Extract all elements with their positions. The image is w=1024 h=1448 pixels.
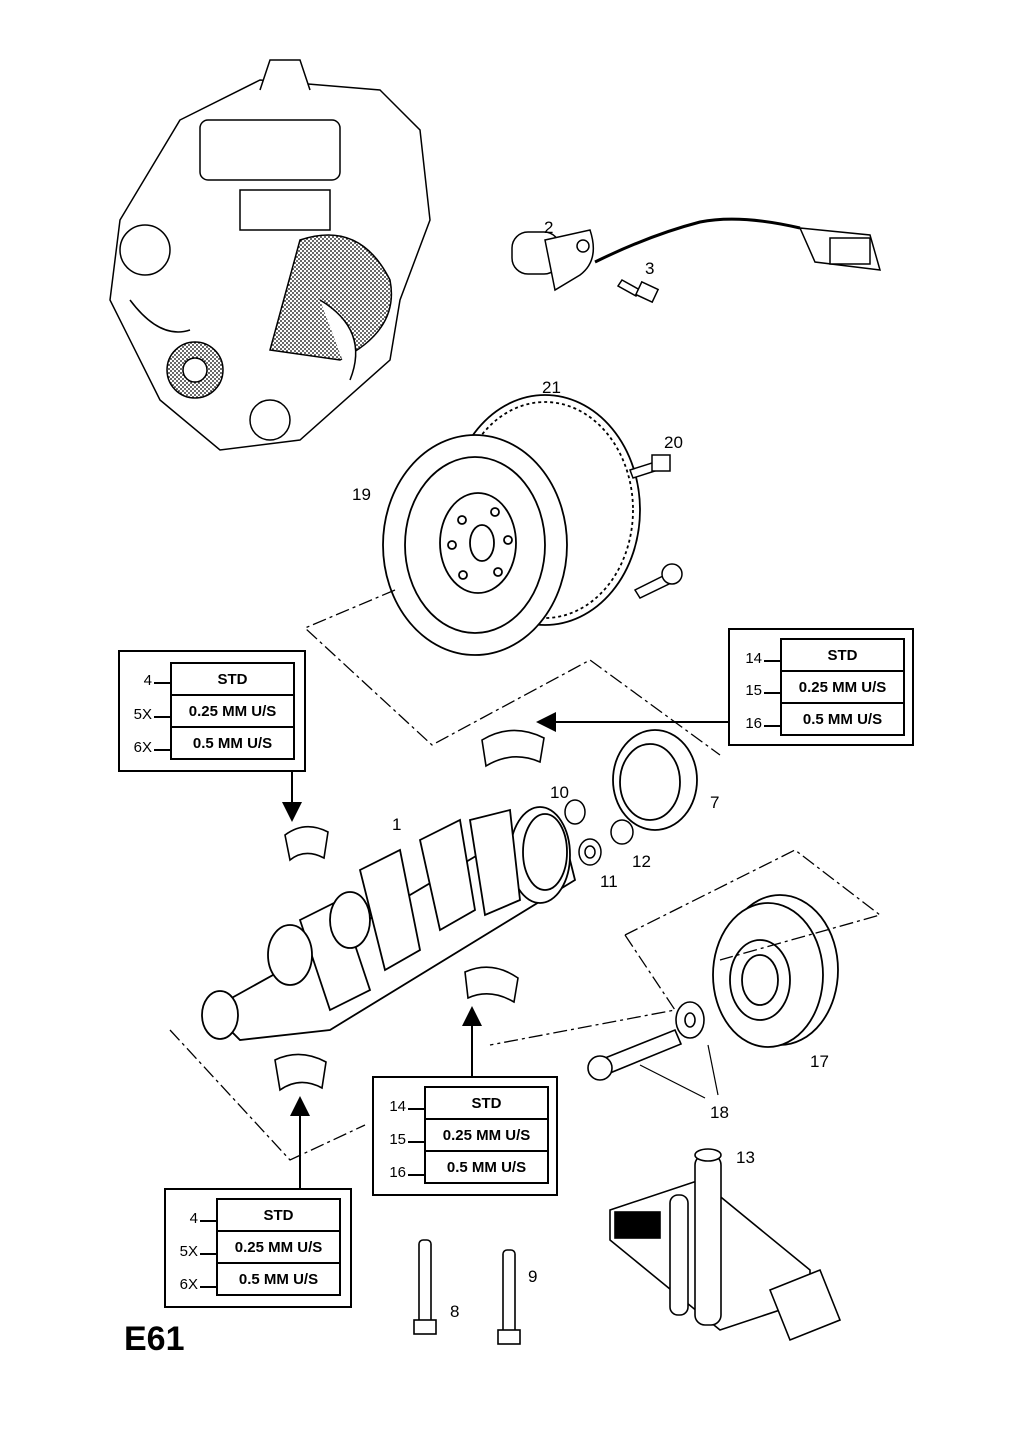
tick — [764, 692, 780, 694]
tick — [154, 682, 170, 684]
pilot-bearing-parts — [564, 799, 634, 866]
spec-cell: 0.5 MM U/S — [780, 702, 905, 736]
table-thrust-bearing-upper: 14 STD 15 0.25 MM U/S 16 0.5 MM U/S — [728, 628, 914, 746]
spec-cell: 0.25 MM U/S — [216, 1230, 341, 1264]
callout-2: 2 — [544, 218, 553, 237]
callout-11: 11 — [600, 872, 618, 891]
sealant-kit — [609, 1148, 842, 1342]
callout-21: 21 — [542, 378, 561, 397]
engine-illustration — [109, 59, 431, 451]
spec-cell: 0.25 MM U/S — [170, 694, 295, 728]
tick — [764, 660, 780, 662]
tick — [200, 1253, 216, 1255]
spec-cell: 0.5 MM U/S — [424, 1150, 549, 1184]
crank-pulley — [712, 894, 839, 1048]
callout-13: 13 — [736, 1148, 755, 1167]
table-main-bearing-lower: 4 STD 5X 0.25 MM U/S 6X 0.5 MM U/S — [164, 1188, 352, 1308]
page-code: E61 — [124, 1320, 185, 1358]
callout-18: 18 — [710, 1103, 729, 1122]
callout-3: 3 — [645, 259, 654, 278]
spec-cell: 0.25 MM U/S — [780, 670, 905, 704]
callout-20: 20 — [664, 433, 683, 452]
spec-cell: STD — [780, 638, 905, 672]
callout-12: 12 — [632, 852, 651, 871]
tick — [200, 1286, 216, 1288]
table-main-bearing-upper: 4 STD 5X 0.25 MM U/S 6X 0.5 MM U/S — [118, 650, 306, 772]
spec-cell: 0.5 MM U/S — [216, 1262, 341, 1296]
spec-cell: 0.25 MM U/S — [424, 1118, 549, 1152]
spec-cell: STD — [424, 1086, 549, 1120]
size-code: 4 — [143, 672, 152, 689]
main-bearing-bolts — [413, 1239, 521, 1345]
size-code: 5X — [133, 706, 152, 723]
table-thrust-bearing-lower: 14 STD 15 0.25 MM U/S 16 0.5 MM U/S — [372, 1076, 558, 1196]
size-code: 4 — [189, 1210, 198, 1227]
callout-9: 9 — [528, 1267, 537, 1286]
bearing-shells — [274, 729, 545, 1092]
callout-7: 7 — [710, 793, 719, 812]
size-code: 16 — [389, 1164, 406, 1181]
flywheel — [382, 394, 641, 656]
oil-seal — [612, 729, 698, 831]
leader-lines — [639, 1044, 719, 1099]
flywheel-bolts — [629, 454, 683, 599]
spec-cell: STD — [170, 662, 295, 696]
table-arrows — [282, 712, 728, 1188]
callout-19: 19 — [352, 485, 371, 504]
tick — [200, 1220, 216, 1222]
callout-17: 17 — [810, 1052, 829, 1071]
size-code: 5X — [179, 1243, 198, 1260]
size-code: 14 — [745, 650, 762, 667]
callout-10: 10 — [550, 783, 569, 802]
spec-cell: 0.5 MM U/S — [170, 726, 295, 760]
tick — [154, 716, 170, 718]
callout-8: 8 — [450, 1302, 459, 1321]
spec-cell: STD — [216, 1198, 341, 1232]
tick — [408, 1174, 424, 1176]
crankshaft — [201, 806, 577, 1041]
size-code: 14 — [389, 1098, 406, 1115]
size-code: 15 — [745, 682, 762, 699]
size-code: 16 — [745, 715, 762, 732]
tick — [154, 749, 170, 751]
crank-sensor — [511, 217, 882, 292]
size-code: 6X — [179, 1276, 198, 1293]
pulley-bolt — [587, 1001, 705, 1081]
tick — [408, 1141, 424, 1143]
tick — [764, 725, 780, 727]
size-code: 15 — [389, 1131, 406, 1148]
assembly-lines — [169, 589, 882, 1161]
size-code: 6X — [133, 739, 152, 756]
tick — [408, 1108, 424, 1110]
callout-1: 1 — [392, 815, 401, 834]
sensor-bolt — [616, 279, 660, 304]
